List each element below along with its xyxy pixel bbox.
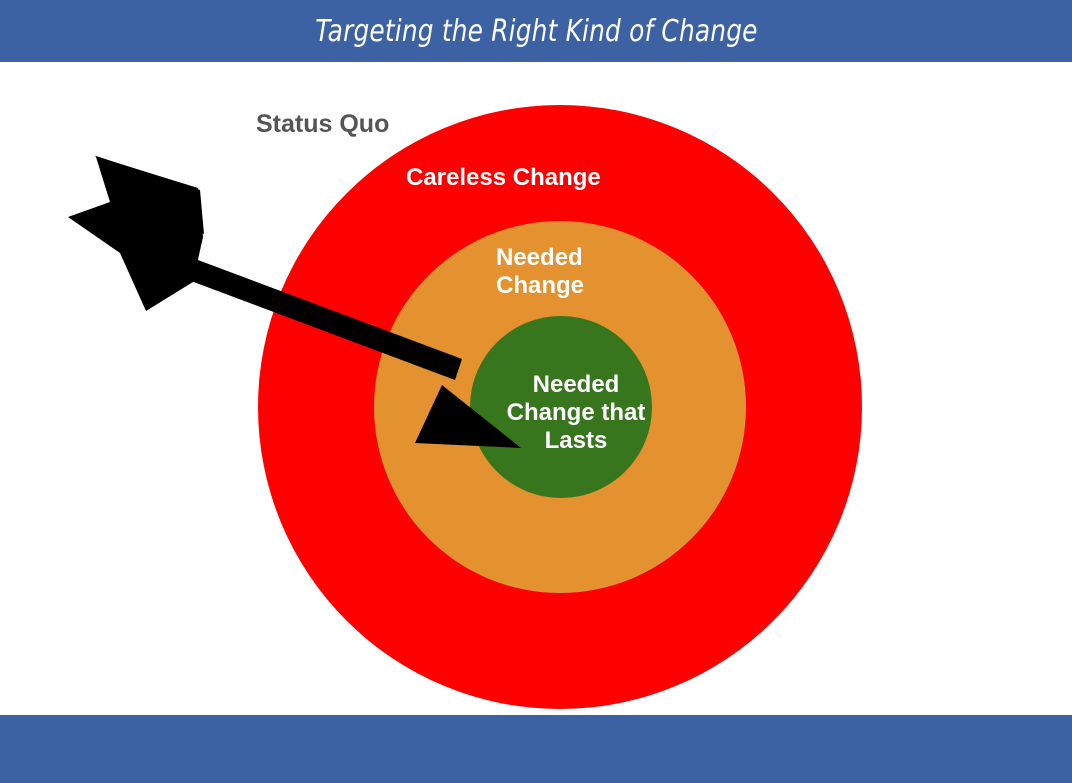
label-needed-change-that-lasts: Needed Change that Lasts xyxy=(506,371,646,454)
header-band: Targeting the Right Kind of Change xyxy=(0,0,1072,62)
label-status-quo: Status Quo xyxy=(256,110,390,138)
footer-divider xyxy=(0,710,1072,715)
label-needed-change: Needed Change xyxy=(496,244,585,299)
target-diagram xyxy=(68,105,862,709)
arrow xyxy=(68,156,521,448)
arrow-head xyxy=(415,385,521,448)
arrow-shaft xyxy=(143,242,462,380)
diagram-canvas: Status Quo Careless Change Needed Change… xyxy=(0,62,1072,710)
arrow-fletching-upper xyxy=(96,156,204,234)
label-careless-change: Careless Change xyxy=(406,164,601,191)
ring-needed-change-that-lasts xyxy=(470,316,652,498)
page-title: Targeting the Right Kind of Change xyxy=(314,13,758,49)
footer-band: ® © 2022 All Rights Reserved. No reprodu… xyxy=(0,715,1072,783)
